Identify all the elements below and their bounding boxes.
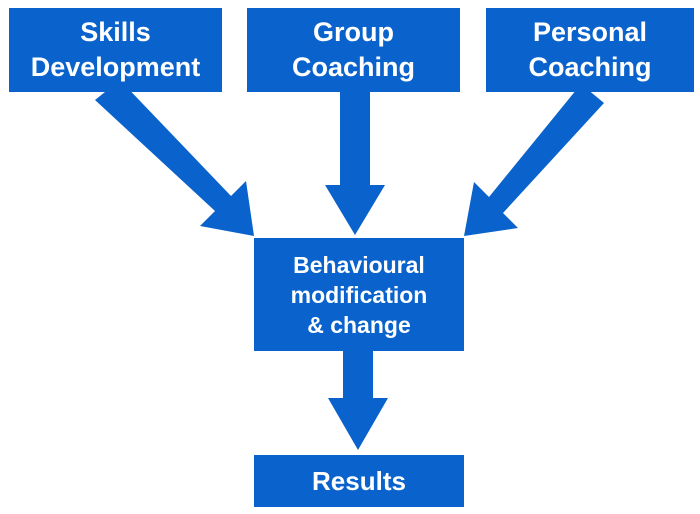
personal-coaching-label: Personal Coaching: [528, 17, 652, 82]
group-coaching-box: Group Coaching: [247, 8, 460, 92]
arrow-personal-to-behaviour: [464, 84, 604, 236]
arrow-skills-to-behaviour: [95, 80, 254, 236]
arrow-group-to-behaviour: [325, 92, 385, 235]
results-label: Results: [312, 466, 406, 496]
skills-development-box: Skills Development: [9, 8, 222, 92]
skills-development-label: Skills Development: [30, 17, 201, 82]
personal-coaching-box: Personal Coaching: [486, 8, 694, 92]
behavioural-change-label: Behavioural modification & change: [290, 251, 428, 338]
arrow-behaviour-to-results: [328, 351, 388, 450]
results-box: Results: [254, 455, 464, 507]
group-coaching-label: Group Coaching: [291, 17, 415, 82]
behavioural-change-box: Behavioural modification & change: [254, 238, 464, 351]
